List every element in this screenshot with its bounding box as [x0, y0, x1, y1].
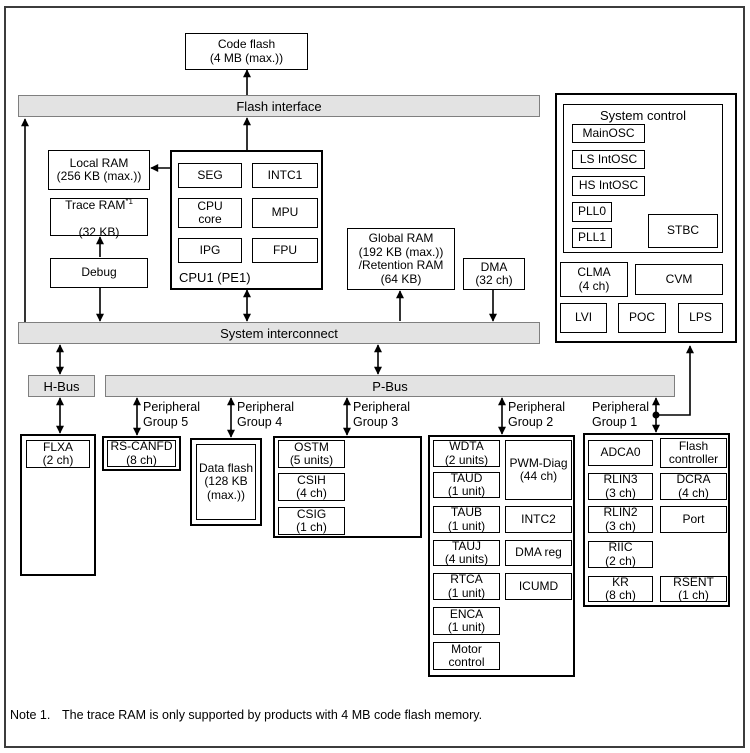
pwm-diag-box: PWM-Diag (44 ch): [505, 440, 572, 500]
trace-ram-note-ref: *1: [125, 196, 133, 206]
pll0-box: PLL0: [572, 202, 612, 222]
fpu-box: FPU: [252, 238, 318, 263]
p-bus-label: P-Bus: [372, 378, 408, 394]
flash-controller-box: Flash controller: [660, 438, 727, 468]
footnote-number: Note 1.: [10, 708, 51, 722]
seg-box: SEG: [178, 163, 242, 188]
peripheral-group3-label: Peripheral Group 3: [353, 400, 410, 429]
code-flash-box: Code flash (4 MB (max.)): [185, 33, 308, 70]
debug-box: Debug: [50, 258, 148, 288]
rtca-box: RTCA (1 unit): [433, 572, 500, 600]
peripheral-group1-label: Peripheral Group 1: [592, 400, 649, 429]
taub-box: TAUB (1 unit): [433, 505, 500, 533]
flxa-box: FLXA (2 ch): [26, 440, 90, 468]
peripheral-group2-label: Peripheral Group 2: [508, 400, 565, 429]
riic-box: RIIC (2 ch): [588, 540, 653, 568]
cpu1-label: CPU1 (PE1): [179, 270, 251, 285]
clma-box: CLMA (4 ch): [560, 262, 628, 297]
dma-reg-box: DMA reg: [505, 540, 572, 566]
tauj-box: TAUJ (4 units): [433, 539, 500, 566]
system-interconnect-bus: System interconnect: [18, 322, 540, 344]
taud-box: TAUD (1 unit): [433, 471, 500, 498]
h-bus: H-Bus: [28, 375, 95, 397]
flash-interface-label: Flash interface: [236, 98, 322, 114]
icumd-box: ICUMD: [505, 573, 572, 600]
peripheral-group5-label: Peripheral Group 5: [143, 400, 200, 429]
data-flash-box: Data flash (128 KB (max.)): [196, 444, 256, 520]
csih-box: CSIH (4 ch): [278, 473, 345, 501]
motor-control-box: Motor control: [433, 642, 500, 670]
adca0-box: ADCA0: [588, 440, 653, 466]
wdta-box: WDTA (2 units): [433, 439, 500, 467]
mainosc-box: MainOSC: [572, 124, 645, 143]
kr-box: KR (8 ch): [588, 575, 653, 602]
peripheral-group4-label: Peripheral Group 4: [237, 400, 294, 429]
lps-box: LPS: [678, 303, 723, 333]
system-control-label: System control: [600, 108, 686, 123]
port-box: Port: [660, 506, 727, 533]
rsent-box: RSENT (1 ch): [660, 575, 727, 602]
system-interconnect-label: System interconnect: [220, 325, 338, 341]
rs-canfd-box: RS-CANFD (8 ch): [107, 439, 176, 467]
cpu-core-box: CPU core: [178, 198, 242, 228]
local-ram-box: Local RAM (256 KB (max.)): [48, 150, 150, 190]
ipg-box: IPG: [178, 238, 242, 263]
ostm-box: OSTM (5 units): [278, 440, 345, 468]
ls-intosc-box: LS IntOSC: [572, 150, 645, 169]
diagram-border: [4, 6, 745, 748]
footnote-text: The trace RAM is only supported by produ…: [62, 708, 483, 722]
trace-ram-label: Trace RAM: [65, 197, 126, 212]
cvm-box: CVM: [635, 264, 723, 295]
trace-ram-size: (32 KB): [78, 224, 120, 239]
global-ram-box: Global RAM (192 KB (max.)) /Retention RA…: [347, 228, 455, 290]
csig-box: CSIG (1 ch): [278, 507, 345, 535]
pll1-box: PLL1: [572, 228, 612, 248]
trace-ram-box: Trace RAM*1 (32 KB): [50, 196, 148, 238]
mpu-box: MPU: [252, 198, 318, 228]
intc1-box: INTC1: [252, 163, 318, 188]
dcra-box: DCRA (4 ch): [660, 472, 727, 500]
enca-box: ENCA (1 unit): [433, 607, 500, 635]
lvi-box: LVI: [560, 303, 607, 333]
rlin2-box: RLIN2 (3 ch): [588, 505, 653, 533]
poc-box: POC: [618, 303, 666, 333]
flash-interface-bus: Flash interface: [18, 95, 540, 117]
dma-box: DMA (32 ch): [463, 258, 525, 290]
h-bus-label: H-Bus: [43, 378, 80, 394]
rlin3-box: RLIN3 (3 ch): [588, 472, 653, 500]
hs-intosc-box: HS IntOSC: [572, 176, 645, 196]
p-bus: P-Bus: [105, 375, 675, 397]
intc2-box: INTC2: [505, 506, 572, 533]
stbc-box: STBC: [648, 214, 718, 248]
